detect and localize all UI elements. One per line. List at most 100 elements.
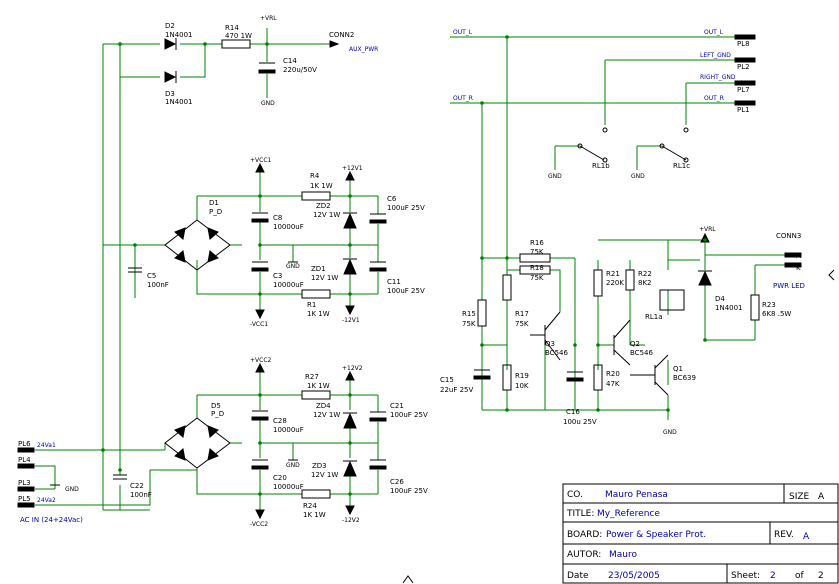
r20-value: 47K	[606, 380, 620, 388]
pl6-ref: PL6	[18, 440, 31, 448]
d1-ref: D1	[209, 199, 219, 207]
speaker-protection: OUT_L OUT_R OUT_L PL8 LEFT_GND PL2 RIGHT…	[440, 29, 805, 436]
resistor-r1-symbol	[301, 289, 331, 299]
pl7-ref: PL7	[737, 86, 750, 94]
zd3-ref: ZD3	[312, 462, 327, 470]
junction-dot	[118, 468, 122, 472]
ac-in-label: AC IN (24+24Vac)	[20, 516, 83, 524]
c20-ref: C20	[273, 474, 287, 482]
d2-ref: D2	[165, 22, 175, 30]
date-value: 23/05/2005	[608, 571, 660, 581]
relay-contact-rl1b	[577, 127, 608, 163]
relay-coil-rl1a	[659, 289, 685, 311]
zener-zd1-symbol	[343, 258, 357, 275]
gnd-a-label: GND	[548, 173, 562, 180]
r24-ref: R24	[303, 502, 317, 510]
junction-dot	[258, 492, 262, 496]
r27-ref: R27	[305, 373, 319, 381]
vrl-top-label: +VRL	[260, 15, 277, 22]
sheet-edge-marker-bottom	[402, 575, 414, 584]
zd1-value: 12V 1W	[311, 274, 338, 282]
nvcc1-arrow	[255, 309, 265, 320]
board-value: Power & Speaker Prot.	[606, 530, 706, 540]
q2-value: BC546	[630, 349, 653, 357]
c22-value: 100nF	[130, 491, 152, 499]
junction-dot	[348, 292, 352, 296]
transistor-q2-symbol	[613, 319, 631, 366]
resistor-r27-symbol	[301, 390, 331, 400]
rl1c-label: RL1c	[673, 162, 690, 170]
zd3-value: 12V 1W	[311, 471, 338, 479]
junction-dot	[258, 194, 262, 198]
q1-ref: Q1	[673, 365, 683, 373]
n12v1-label: -12V1	[342, 317, 360, 324]
c21-value: 100uF 25V	[390, 411, 428, 419]
conn3-pin-a	[784, 252, 802, 258]
c11-ref: C11	[387, 278, 401, 286]
junction-dot	[348, 393, 352, 397]
sheet-edge-marker-right	[828, 269, 835, 281]
date-label: Date	[567, 571, 589, 581]
c6-ref: C6	[387, 195, 397, 203]
conn3-label: CONN3	[776, 232, 801, 240]
bridge-supply-1: +VCC1 +12V1 R4 1K 1W ZD2 12V 1W C6 100uF…	[102, 44, 425, 510]
c20-value: 10000uF	[273, 483, 304, 491]
d3-value: 1N4001	[165, 98, 193, 106]
junction-dot	[203, 42, 207, 46]
junction-dot	[480, 343, 484, 347]
r23-ref: R23	[762, 301, 776, 309]
capacitor-c21-symbol	[369, 411, 387, 422]
vrl-label: +VRL	[699, 226, 716, 233]
pl7-pin	[734, 80, 756, 86]
pl4-ref: PL4	[18, 456, 31, 464]
c6-value: 100uF 25V	[387, 204, 425, 212]
capacitor-c26-symbol	[369, 459, 387, 470]
pl8-pin	[734, 34, 756, 40]
junction-dot	[480, 256, 484, 260]
capacitor-c20-symbol	[251, 459, 269, 470]
junction-dot	[480, 101, 484, 105]
diode-d3-symbol	[164, 71, 177, 83]
junction-dot	[666, 408, 670, 412]
c22-ref: C22	[130, 482, 144, 490]
title-label: TITLE:	[566, 509, 594, 519]
conn3-pin-k	[784, 262, 802, 268]
resistor-r19-symbol	[502, 364, 512, 391]
vcc1-label: +VCC1	[250, 157, 272, 164]
r20-ref: R20	[606, 370, 620, 378]
junction-dot	[118, 42, 122, 46]
n12v1-arrow	[345, 305, 355, 316]
capacitor-c6-symbol	[369, 213, 387, 224]
nvcc2-arrow	[255, 509, 265, 520]
vcc2-label: +VCC2	[250, 357, 272, 364]
c21-ref: C21	[390, 402, 404, 410]
pl6-pin	[17, 447, 35, 453]
r1-value: 1K 1W	[307, 310, 330, 318]
junction-dot	[101, 448, 105, 452]
r17-value: 75K	[515, 320, 529, 328]
junction-dot	[703, 238, 707, 242]
junction-dot	[573, 343, 577, 347]
d2-value: 1N4001	[165, 31, 193, 39]
title-value: My_Reference	[597, 509, 660, 519]
vcc1-arrow	[255, 162, 265, 173]
c15-value: 22uF 25V	[440, 386, 474, 394]
pl4-pin	[17, 463, 35, 469]
r19-value: 10K	[515, 382, 529, 390]
co-value: Mauro Penasa	[605, 490, 668, 500]
q2-ref: Q2	[630, 340, 640, 348]
pl2-net: LEFT_GND	[700, 52, 731, 59]
r19-ref: R19	[515, 372, 529, 380]
capacitor-c15-symbol	[473, 369, 491, 380]
resistor-r24-symbol	[301, 489, 331, 499]
capacitor-c3-symbol	[251, 261, 269, 272]
c8-ref: C8	[273, 214, 282, 222]
r18-value: 75K	[530, 274, 544, 282]
gnd-c-label: GND	[663, 429, 677, 436]
pl1-pin	[734, 100, 756, 106]
transistor-q1-symbol	[630, 354, 669, 396]
bridge-d1-diodes	[174, 227, 219, 263]
aux-supply: D2 1N4001 D3 1N4001 R14 470 1W C14 220u/…	[103, 15, 378, 107]
